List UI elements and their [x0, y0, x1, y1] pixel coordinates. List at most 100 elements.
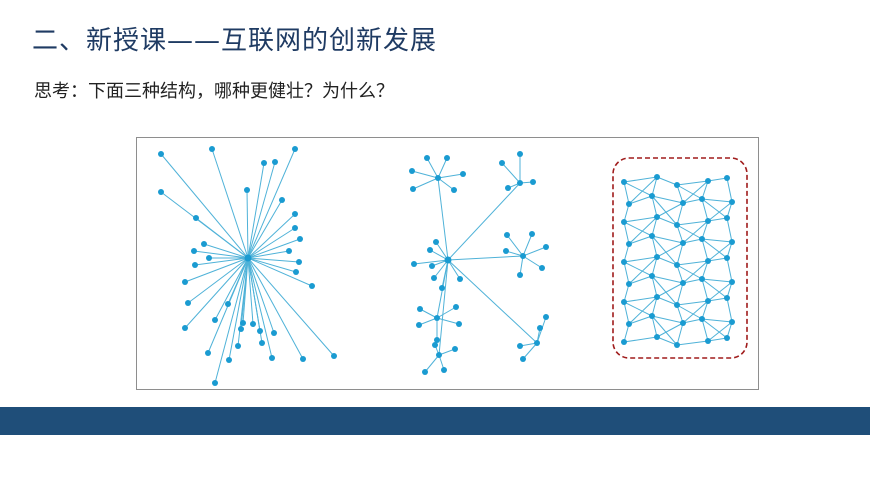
network-node — [530, 179, 536, 185]
network-edge — [707, 297, 728, 302]
network-node — [654, 174, 660, 180]
network-edge — [247, 257, 313, 287]
network-edge — [623, 301, 653, 317]
network-edge — [247, 213, 296, 259]
network-edge — [413, 259, 449, 265]
network-edge — [447, 182, 521, 261]
network-edge — [656, 176, 678, 186]
network-node — [621, 219, 627, 225]
network-edge — [247, 257, 254, 325]
network-edge — [623, 256, 658, 263]
tree-network-nodes — [409, 151, 549, 375]
network-edge — [437, 177, 449, 261]
network-edge — [701, 220, 709, 240]
network-node — [424, 155, 430, 161]
hub-node — [436, 352, 442, 358]
network-edge — [437, 157, 448, 179]
network-node — [292, 146, 298, 152]
network-edge — [522, 233, 533, 257]
network-edge — [682, 260, 709, 284]
network-node — [729, 199, 735, 205]
network-node — [209, 146, 215, 152]
network-edge — [623, 221, 630, 245]
network-node — [261, 160, 267, 166]
network-node — [201, 241, 207, 247]
network-edge — [247, 257, 297, 273]
network-node — [331, 353, 337, 359]
network-edge — [676, 202, 684, 226]
network-node — [674, 222, 680, 228]
network-node — [212, 380, 218, 386]
network-edge — [522, 342, 538, 360]
network-edge — [195, 217, 249, 259]
network-node — [680, 200, 686, 206]
network-edge — [247, 161, 276, 259]
network-node — [517, 343, 523, 349]
network-node — [297, 236, 303, 242]
network-edge — [246, 189, 249, 259]
tree-network — [409, 151, 549, 375]
network-node — [309, 283, 315, 289]
network-edge — [701, 260, 709, 280]
network-edge — [623, 181, 630, 205]
network-node — [654, 334, 660, 340]
network-edge — [501, 162, 521, 184]
mesh-network-nodes — [621, 174, 735, 348]
network-node — [451, 187, 457, 193]
network-edge — [707, 281, 733, 302]
network-node — [212, 317, 218, 323]
network-edge — [701, 198, 709, 222]
network-node — [699, 196, 705, 202]
network-edge — [623, 336, 658, 343]
network-edge — [247, 250, 290, 259]
network-edge — [247, 199, 283, 259]
network-edge — [628, 296, 658, 325]
network-edge — [628, 195, 653, 205]
network-edge — [701, 180, 709, 200]
network-edge — [676, 224, 703, 240]
network-edge — [707, 217, 728, 222]
network-edge — [726, 217, 733, 243]
network-edge — [628, 315, 653, 325]
network-edge — [447, 259, 461, 280]
network-node — [680, 280, 686, 286]
network-node — [505, 185, 511, 191]
network-edge — [701, 238, 709, 262]
network-edge — [187, 257, 249, 304]
network-edge — [656, 336, 678, 346]
network-node — [539, 265, 545, 271]
network-node — [621, 339, 627, 345]
network-edge — [701, 238, 733, 243]
network-node — [724, 335, 730, 341]
network-node — [185, 300, 191, 306]
network-edge — [701, 278, 709, 302]
network-edge — [651, 195, 678, 226]
network-edge — [247, 257, 300, 263]
network-edge — [651, 235, 684, 244]
network-node — [193, 215, 199, 221]
network-edge — [651, 216, 658, 237]
hub-node — [434, 315, 440, 321]
network-node — [300, 356, 306, 362]
network-edge — [701, 198, 733, 203]
network-node — [441, 367, 447, 373]
network-edge — [623, 221, 653, 237]
tree-network-edges — [411, 154, 547, 373]
network-edge — [676, 242, 684, 266]
network-node — [240, 320, 246, 326]
network-edge — [707, 337, 728, 342]
network-edge — [676, 184, 684, 204]
network-edge — [676, 260, 709, 266]
hub-node — [534, 340, 540, 346]
hub-node — [435, 175, 441, 181]
mesh-network-edges — [623, 176, 733, 346]
network-edge — [203, 243, 249, 259]
network-node — [499, 160, 505, 166]
network-edge — [193, 250, 249, 259]
network-edge — [623, 296, 658, 303]
network-node — [269, 355, 275, 361]
network-edge — [411, 170, 439, 179]
network-edge — [651, 275, 684, 284]
network-edge — [228, 257, 249, 361]
network-edge — [707, 321, 733, 342]
